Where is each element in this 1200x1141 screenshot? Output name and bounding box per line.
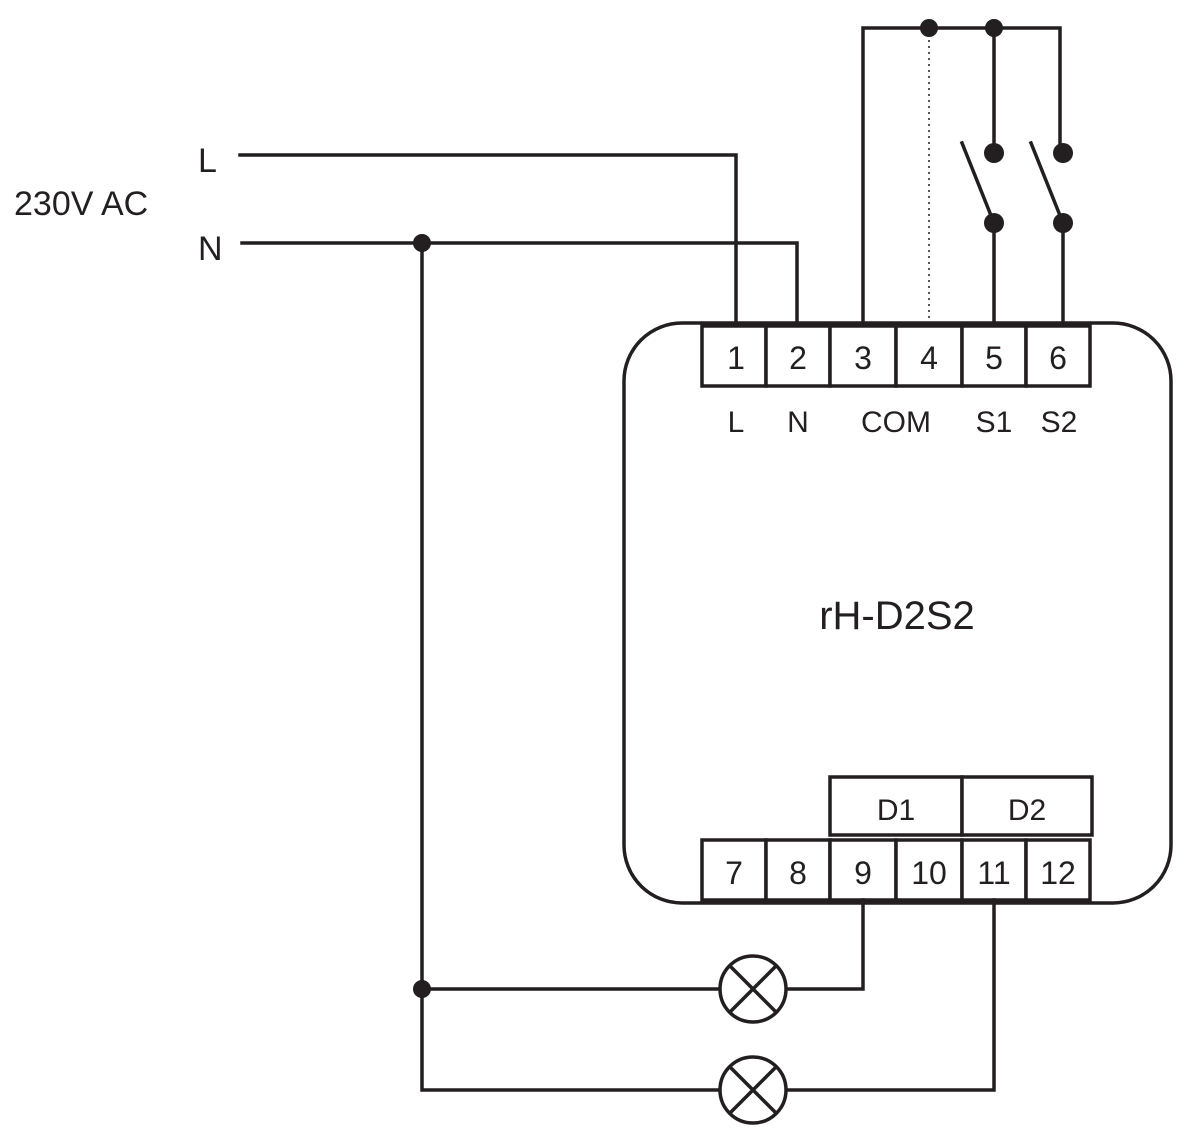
terminal-function-label: L [728,406,745,439]
switch-icon [959,140,1004,233]
d1-output-wire [784,898,865,991]
supply-neutral-label: N [198,230,223,268]
top-terminal-block: 1 2 3 4 5 6 [700,324,1092,388]
terminal-number: 11 [977,855,1010,891]
neutral-wire [240,241,799,328]
terminal-3 [828,324,898,388]
terminal-number: 10 [911,855,947,891]
terminal-number: 12 [1040,855,1076,891]
output-group-d2 [960,775,1094,837]
bottom-terminal-block: 7 8 9 10 11 12 [700,838,1092,902]
terminal-12 [1024,838,1092,902]
terminal-number: 8 [789,855,807,891]
terminal-function-label: S2 [1041,406,1078,439]
junction-dot [920,19,938,37]
device-body [622,321,1173,905]
switch-icon [1028,140,1073,233]
supply-line-label: L [198,142,217,180]
terminal-number: 1 [727,340,745,376]
terminal-6 [1024,324,1092,388]
device-model-label: rH-D2S2 [819,594,975,638]
line-wire [238,153,738,328]
terminal-5 [960,324,1028,388]
junction-dot [413,980,431,998]
d2-output-wire [784,898,996,1092]
junction-dot [985,19,1003,37]
lamp-icon [718,1055,788,1125]
neutral-bus-wire [420,241,722,1092]
terminal-function-label: S1 [976,406,1013,439]
junction-dot [413,234,431,252]
lamp-icon [718,954,788,1024]
terminal-number: 7 [725,855,743,891]
terminal-1 [700,324,768,388]
supply-voltage-label: 230V AC [14,185,148,223]
terminal-number: 4 [920,340,938,376]
com-wire [861,26,1062,328]
terminal-number: 2 [789,340,807,376]
com-label: COM [861,406,931,439]
output-group-label: D1 [877,794,915,827]
terminal-number: 9 [854,855,872,891]
output-group-label: D2 [1008,794,1046,827]
terminal-number: 5 [985,340,1003,376]
terminal-function-label: N [787,406,809,439]
terminal-number: 3 [854,340,872,376]
terminal-number: 6 [1049,340,1067,376]
